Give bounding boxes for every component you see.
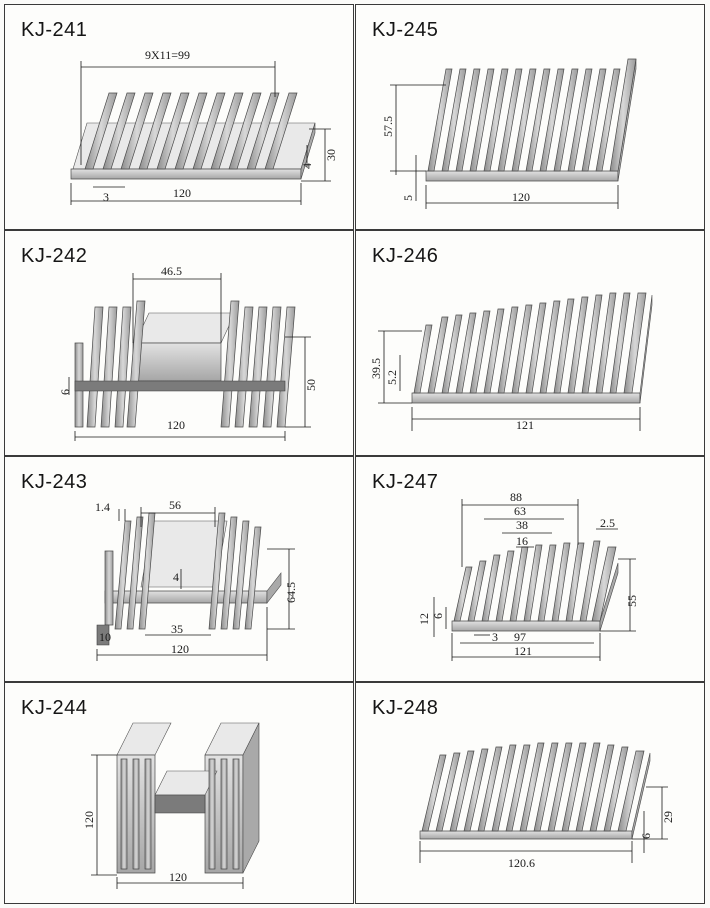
- dim-foot: 10: [99, 630, 111, 644]
- dim-height: 30: [324, 149, 338, 161]
- fins: [427, 58, 637, 172]
- dim-base: 4: [173, 570, 179, 584]
- fins: [84, 92, 298, 170]
- panel-kj243: KJ-243 1.4 56 4 64.5 10 35: [4, 456, 354, 682]
- fins: [74, 300, 296, 428]
- panel-kj241: KJ-241: [4, 4, 354, 230]
- heatsink-drawing: 9X11=99 30 4 120 3: [70, 48, 338, 205]
- panel-kj245: KJ-245 57.5 5 120: [355, 4, 705, 230]
- dim-base: 5.2: [385, 370, 399, 385]
- heatsink-drawing: 120 120: [82, 722, 260, 889]
- dim-height: 50: [304, 379, 318, 391]
- panel-kj242: KJ-242 46.5 50 6 120: [4, 230, 354, 456]
- dim-fin: 1.4: [95, 500, 110, 514]
- heatsink-drawing: 57.5 5 120: [381, 58, 637, 209]
- panel-title: KJ-241: [21, 19, 88, 41]
- dim-width: 120.6: [508, 856, 535, 870]
- dim-gap: 56: [169, 498, 181, 512]
- dim-height: 57.5: [381, 116, 395, 137]
- panel-kj246: KJ-246 39.5 5.2 12: [355, 230, 705, 456]
- dim-height: 55: [625, 595, 639, 607]
- panel-title: KJ-246: [372, 245, 439, 267]
- panel-title: KJ-245: [372, 19, 439, 41]
- dim-inner: 35: [171, 622, 183, 636]
- dim-3: 3: [492, 630, 498, 644]
- dim-base: 4: [300, 163, 314, 169]
- dim-16: 16: [516, 534, 528, 548]
- dim-height: 39.5: [369, 358, 383, 379]
- dim-38: 38: [516, 518, 528, 532]
- panel-kj244: KJ-244 120 120: [4, 682, 354, 904]
- dim-fin: 3: [103, 190, 109, 204]
- panel-title: KJ-242: [21, 245, 88, 267]
- dim-base: 6: [58, 389, 72, 395]
- heatsink-drawing: 29 6 120.6: [419, 742, 675, 870]
- dim-width: 120: [169, 870, 187, 884]
- dim-height: 64.5: [284, 582, 298, 603]
- panel-kj248: KJ-248 29 6 120.6: [355, 682, 705, 904]
- panel-kj247: KJ-247 88 63 38 16 2.5 55: [355, 456, 705, 682]
- panel-title: KJ-243: [21, 471, 88, 493]
- dim-width: 120: [512, 190, 530, 204]
- dim-63: 63: [514, 504, 526, 518]
- fins: [120, 758, 240, 870]
- heatsink-drawing: 1.4 56 4 64.5 10 35 120: [95, 498, 298, 661]
- dim-width: 121: [514, 644, 532, 658]
- dim-88: 88: [510, 490, 522, 504]
- panel-title: KJ-247: [372, 471, 439, 493]
- dim-height: 29: [661, 811, 675, 823]
- heatsink-drawing: 88 63 38 16 2.5 55 12 6 3 97 121: [417, 490, 639, 661]
- dim-fin: 2.5: [600, 516, 615, 530]
- dim-97: 97: [514, 630, 526, 644]
- dim-width: 120: [167, 418, 185, 432]
- dim-width: 121: [516, 418, 534, 432]
- fins: [413, 292, 647, 394]
- dim-6: 6: [431, 613, 445, 619]
- heatsink-drawing: 46.5 50 6 120: [58, 264, 318, 441]
- dim-height: 120: [82, 811, 96, 829]
- dim-base: 5: [401, 195, 415, 201]
- panel-title: KJ-244: [21, 697, 88, 719]
- heatsink-drawing: 39.5 5.2 121: [369, 292, 653, 432]
- panel-title: KJ-248: [372, 697, 439, 719]
- dim-12: 12: [417, 613, 431, 625]
- fins: [421, 742, 645, 832]
- dim-width: 120: [173, 186, 191, 200]
- dim-width: 120: [171, 642, 189, 656]
- dim-pitch: 9X11=99: [145, 48, 190, 62]
- dim-gap: 46.5: [161, 264, 182, 278]
- dim-base: 6: [639, 833, 653, 839]
- fins: [453, 540, 617, 622]
- fins: [104, 512, 262, 630]
